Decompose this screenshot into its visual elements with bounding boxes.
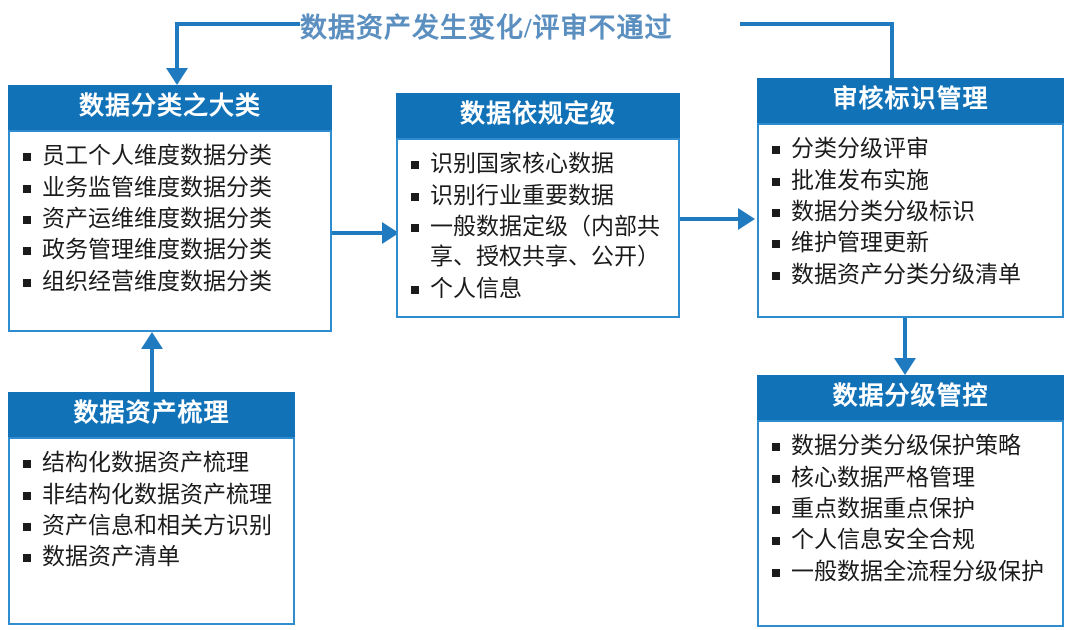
- list-item: 核心数据严格管理: [769, 463, 1056, 493]
- bullet-list-grading-control: 数据分类分级保护策略 核心数据严格管理 重点数据重点保护 个人信息安全合规 一般…: [769, 431, 1056, 587]
- bullet-list-data-grading: 识别国家核心数据 识别行业重要数据 一般数据定级（内部共 享、授权共享、公开） …: [408, 149, 672, 304]
- feedback-loop-label: 数据资产发生变化/评审不通过: [300, 13, 673, 43]
- list-item: 非结构化数据资产梳理: [20, 480, 287, 510]
- feedback-rail-left: [175, 22, 300, 26]
- list-item: 数据资产分类分级清单: [769, 260, 1056, 290]
- connector-audit-to-control: [903, 318, 907, 362]
- feedback-arrow-head-icon: [166, 68, 188, 85]
- arrow-right-icon-classify-to-grade: [382, 222, 399, 244]
- list-item: 一般数据全流程分级保护: [769, 557, 1056, 587]
- feedback-rail-right: [740, 22, 894, 26]
- list-item: 员工个人维度数据分类: [20, 141, 324, 171]
- list-item: 批准发布实施: [769, 166, 1056, 196]
- bullet-list-data-classification: 员工个人维度数据分类 业务监管维度数据分类 资产运维维度数据分类 政务管理维度数…: [20, 141, 324, 297]
- node-data-grading[interactable]: 数据依规定级 识别国家核心数据 识别行业重要数据 一般数据定级（内部共 享、授权…: [396, 93, 680, 318]
- list-item: 政务管理维度数据分类: [20, 235, 324, 265]
- list-item: 分类分级评审: [769, 134, 1056, 164]
- arrow-down-icon-audit-to-control: [894, 358, 916, 375]
- list-item: 识别国家核心数据: [408, 149, 672, 179]
- list-item: 个人信息: [408, 274, 672, 304]
- node-body-audit-labeling: 分类分级评审 批准发布实施 数据分类分级标识 维护管理更新 数据资产分类分级清单: [759, 125, 1062, 316]
- list-item: 组织经营维度数据分类: [20, 267, 324, 297]
- node-title-asset-inventory: 数据资产梳理: [8, 392, 295, 440]
- feedback-riser-left: [175, 22, 179, 70]
- list-item: 数据分类分级保护策略: [769, 431, 1056, 461]
- list-item: 重点数据重点保护: [769, 494, 1056, 524]
- list-item: 数据资产清单: [20, 542, 287, 572]
- feedback-riser-right: [890, 22, 894, 82]
- list-item: 一般数据定级（内部共 享、授权共享、公开）: [408, 212, 672, 273]
- node-audit-labeling[interactable]: 审核标识管理 分类分级评审 批准发布实施 数据分类分级标识 维护管理更新 数据资…: [757, 78, 1064, 318]
- node-title-data-grading: 数据依规定级: [396, 93, 680, 141]
- list-item: 数据分类分级标识: [769, 197, 1056, 227]
- list-item: 结构化数据资产梳理: [20, 448, 287, 478]
- arrow-right-icon-grade-to-audit: [738, 208, 755, 230]
- node-title-grading-control: 数据分级管控: [757, 375, 1064, 423]
- arrow-up-icon-inventory-to-classify: [141, 332, 163, 349]
- node-title-audit-labeling: 审核标识管理: [757, 78, 1064, 126]
- list-item: 资产运维维度数据分类: [20, 204, 324, 234]
- node-body-data-classification: 员工个人维度数据分类 业务监管维度数据分类 资产运维维度数据分类 政务管理维度数…: [10, 132, 330, 330]
- node-body-asset-inventory: 结构化数据资产梳理 非结构化数据资产梳理 资产信息和相关方识别 数据资产清单: [10, 439, 293, 623]
- node-asset-inventory[interactable]: 数据资产梳理 结构化数据资产梳理 非结构化数据资产梳理 资产信息和相关方识别 数…: [8, 392, 295, 625]
- connector-classify-to-grade: [332, 231, 388, 235]
- node-body-data-grading: 识别国家核心数据 识别行业重要数据 一般数据定级（内部共 享、授权共享、公开） …: [398, 140, 678, 316]
- list-item: 维护管理更新: [769, 228, 1056, 258]
- bullet-list-audit-labeling: 分类分级评审 批准发布实施 数据分类分级标识 维护管理更新 数据资产分类分级清单: [769, 134, 1056, 290]
- list-item: 识别行业重要数据: [408, 181, 672, 211]
- connector-inventory-to-classify: [150, 348, 154, 394]
- bullet-list-asset-inventory: 结构化数据资产梳理 非结构化数据资产梳理 资产信息和相关方识别 数据资产清单: [20, 448, 287, 572]
- list-item: 个人信息安全合规: [769, 525, 1056, 555]
- list-item: 资产信息和相关方识别: [20, 511, 287, 541]
- node-data-classification[interactable]: 数据分类之大类 员工个人维度数据分类 业务监管维度数据分类 资产运维维度数据分类…: [8, 85, 332, 332]
- connector-grade-to-audit: [680, 217, 742, 221]
- node-grading-control[interactable]: 数据分级管控 数据分类分级保护策略 核心数据严格管理 重点数据重点保护 个人信息…: [757, 375, 1064, 627]
- node-body-grading-control: 数据分类分级保护策略 核心数据严格管理 重点数据重点保护 个人信息安全合规 一般…: [759, 422, 1062, 625]
- node-title-data-classification: 数据分类之大类: [8, 85, 332, 133]
- list-item: 业务监管维度数据分类: [20, 173, 324, 203]
